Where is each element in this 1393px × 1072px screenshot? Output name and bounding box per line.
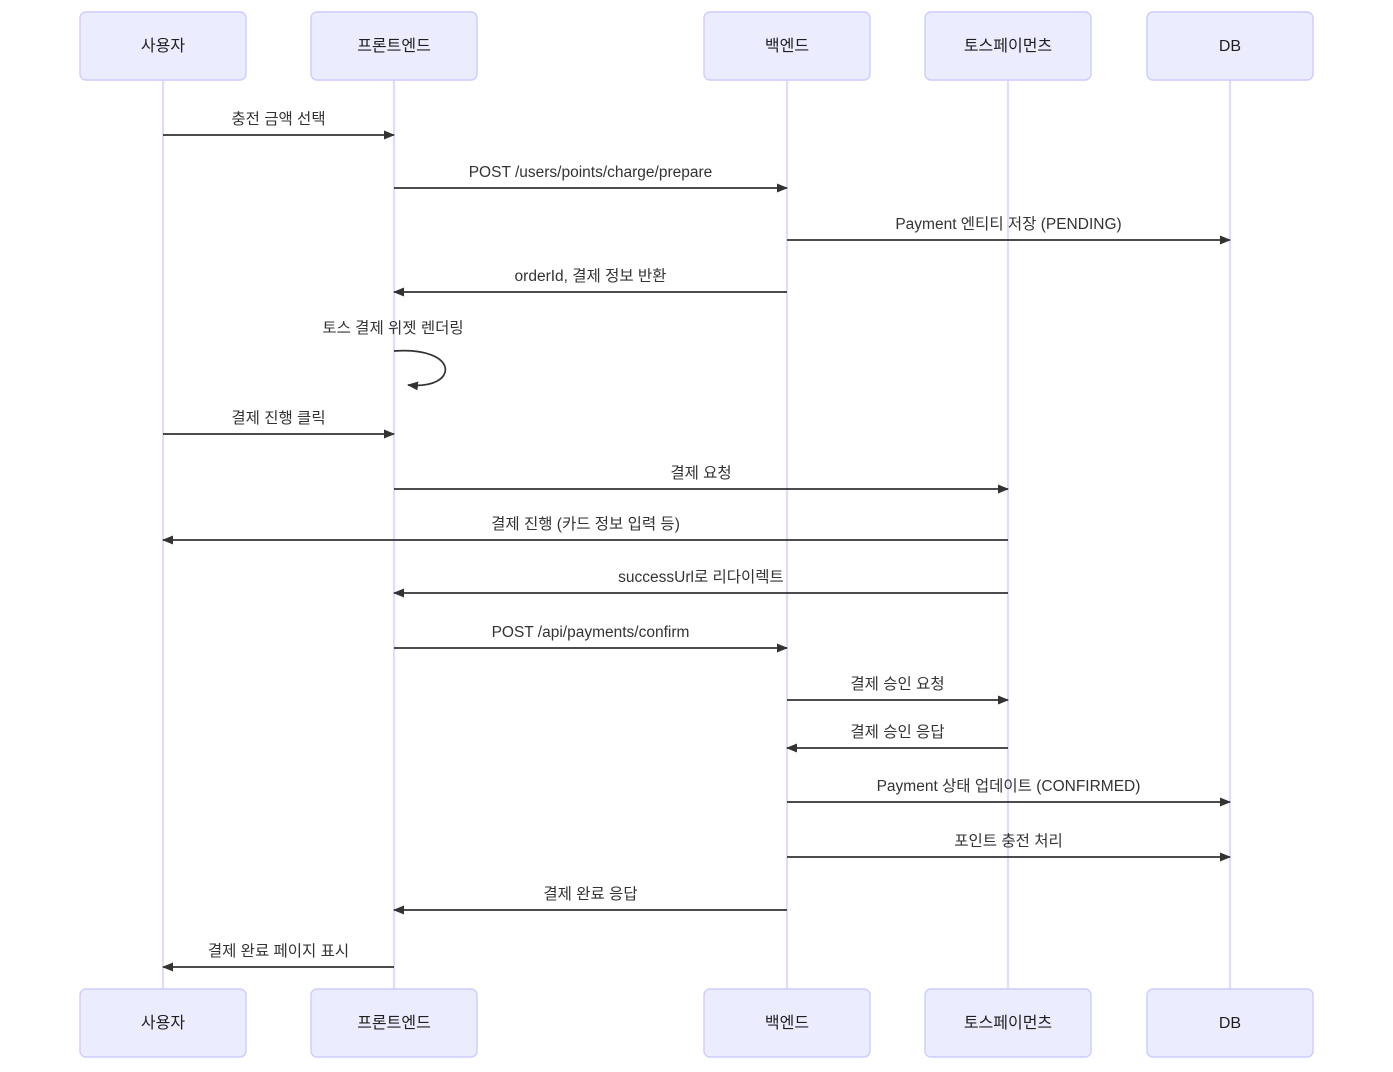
actor-box-frontend[interactable] <box>310 11 478 81</box>
actor-toss-top[interactable]: 토스페이먼츠 <box>924 11 1092 81</box>
message-label-1: 충전 금액 선택 <box>231 110 325 128</box>
actor-backend-top[interactable]: 백엔드 <box>703 11 871 81</box>
message-label-13: Payment 상태 업데이트 (CONFIRMED) <box>877 777 1141 795</box>
actor-box-backend[interactable] <box>703 11 871 81</box>
actor-label-backend: 백엔드 <box>765 37 809 55</box>
message-label-7: 결제 요청 <box>670 464 731 482</box>
actor-db-bottom[interactable]: DB <box>1146 988 1314 1058</box>
actor-label-db: DB <box>1219 38 1241 55</box>
lifelines-layer <box>161 80 1232 989</box>
message-label-15: 결제 완료 응답 <box>543 885 637 903</box>
actor-label-toss: 토스페이먼츠 <box>964 1014 1052 1032</box>
message-label-14: 포인트 충전 처리 <box>954 832 1062 850</box>
message-label-16: 결제 완료 페이지 표시 <box>208 942 349 960</box>
message-15: 결제 완료 응답 <box>393 885 787 915</box>
message-label-9: successUrl로 리다이렉트 <box>618 568 784 586</box>
actor-backend-bottom[interactable]: 백엔드 <box>703 988 871 1058</box>
message-label-12: 결제 승인 응답 <box>850 723 944 741</box>
message-12: 결제 승인 응답 <box>786 723 1008 753</box>
actor-frontend-bottom[interactable]: 프론트엔드 <box>310 988 478 1058</box>
message-label-4: orderId, 결제 정보 반환 <box>515 267 667 285</box>
message-13: Payment 상태 업데이트 (CONFIRMED) <box>787 777 1231 807</box>
actor-label-user: 사용자 <box>141 1014 185 1032</box>
message-label-6: 결제 진행 클릭 <box>231 409 325 427</box>
actor-label-toss: 토스페이먼츠 <box>964 37 1052 55</box>
message-3: Payment 엔티티 저장 (PENDING) <box>787 215 1231 245</box>
message-label-3: Payment 엔티티 저장 (PENDING) <box>895 215 1121 233</box>
message-6: 결제 진행 클릭 <box>163 409 395 439</box>
message-2: POST /users/points/charge/prepare <box>394 164 788 193</box>
actors-bottom-layer: 사용자 프론트엔드 백엔드 토스페이먼츠 DB <box>79 988 1314 1058</box>
actor-label-frontend: 프론트엔드 <box>357 37 431 55</box>
message-label-5: 토스 결제 위젯 렌더링 <box>322 319 463 337</box>
message-11: 결제 승인 요청 <box>787 675 1009 705</box>
message-14: 포인트 충전 처리 <box>787 832 1231 862</box>
actor-toss-bottom[interactable]: 토스페이먼츠 <box>924 988 1092 1058</box>
actor-box-user[interactable] <box>79 11 247 81</box>
message-label-2: POST /users/points/charge/prepare <box>469 164 713 181</box>
actor-user-top[interactable]: 사용자 <box>79 11 247 81</box>
actor-box-user[interactable] <box>79 988 247 1058</box>
actor-box-db[interactable] <box>1146 988 1314 1058</box>
message-5: 토스 결제 위젯 렌더링 <box>322 319 464 391</box>
message-label-11: 결제 승인 요청 <box>850 675 944 693</box>
message-label-8: 결제 진행 (카드 정보 입력 등) <box>491 515 680 533</box>
actor-frontend-top[interactable]: 프론트엔드 <box>310 11 478 81</box>
actor-box-db[interactable] <box>1146 11 1314 81</box>
actor-label-user: 사용자 <box>141 37 185 55</box>
actor-label-backend: 백엔드 <box>765 1014 809 1032</box>
actor-box-toss[interactable] <box>924 988 1092 1058</box>
actor-db-top[interactable]: DB <box>1146 11 1314 81</box>
messages-layer: 충전 금액 선택 POST /users/points/charge/prepar… <box>162 110 1231 972</box>
message-10: POST /api/payments/confirm <box>394 624 788 653</box>
actors-top-layer: 사용자 프론트엔드 백엔드 토스페이먼츠 DB <box>79 11 1314 81</box>
message-16: 결제 완료 페이지 표시 <box>162 942 394 972</box>
actor-label-db: DB <box>1219 1015 1241 1032</box>
actor-user-bottom[interactable]: 사용자 <box>79 988 247 1058</box>
actor-box-frontend[interactable] <box>310 988 478 1058</box>
message-4: orderId, 결제 정보 반환 <box>393 267 787 297</box>
actor-box-toss[interactable] <box>924 11 1092 81</box>
actor-label-frontend: 프론트엔드 <box>357 1014 431 1032</box>
message-7: 결제 요청 <box>394 464 1009 494</box>
message-label-10: POST /api/payments/confirm <box>492 624 690 641</box>
message-1: 충전 금액 선택 <box>163 110 395 140</box>
actor-box-backend[interactable] <box>703 988 871 1058</box>
message-8: 결제 진행 (카드 정보 입력 등) <box>162 515 1008 545</box>
message-line-5 <box>393 349 447 391</box>
message-9: successUrl로 리다이렉트 <box>393 568 1008 598</box>
